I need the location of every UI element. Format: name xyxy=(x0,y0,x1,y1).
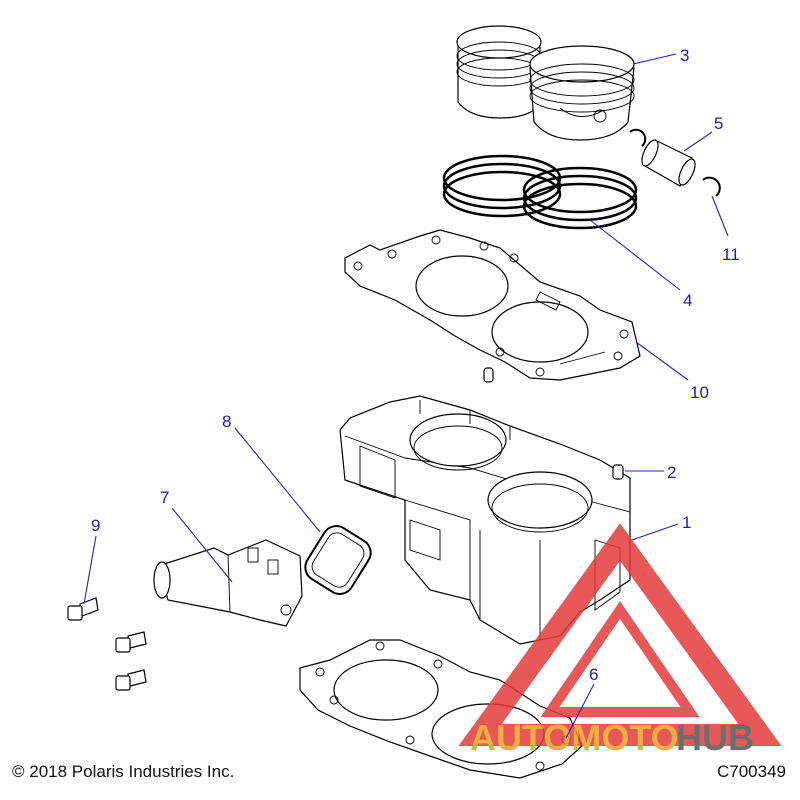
callout-3: 3 xyxy=(680,46,689,65)
dowel-pin xyxy=(483,367,494,383)
piston-pair xyxy=(456,25,635,141)
piston-rings xyxy=(442,154,638,230)
callout-9: 9 xyxy=(91,516,100,535)
o-ring xyxy=(304,525,372,595)
watermark-logo: AUTOMOTO HUB xyxy=(458,523,782,758)
callout-5: 5 xyxy=(714,114,723,133)
callout-labels: 1 2 3 4 5 6 7 8 9 10 11 xyxy=(91,46,740,684)
bolts xyxy=(67,597,147,691)
watermark-text-right: HUB xyxy=(676,717,754,758)
piston-pin-assembly xyxy=(629,128,721,197)
callout-10: 10 xyxy=(690,383,709,402)
callout-7: 7 xyxy=(160,488,169,507)
leader-lines xyxy=(83,53,729,739)
watermark-triangle-inner xyxy=(540,601,700,717)
drawing-id: C700349 xyxy=(716,762,786,781)
cylinder-block xyxy=(339,395,631,645)
callout-1: 1 xyxy=(682,513,691,532)
copyright-notice: © 2018 Polaris Industries Inc. xyxy=(12,762,235,781)
watermark-text-left: AUTOMOTO xyxy=(470,717,679,758)
callout-2: 2 xyxy=(667,463,676,482)
water-inlet xyxy=(153,539,303,627)
dowel-pin-2 xyxy=(612,464,624,480)
callout-11: 11 xyxy=(722,245,740,264)
callout-8: 8 xyxy=(222,412,231,431)
head-gasket xyxy=(344,229,641,381)
watermark-triangle-outer xyxy=(458,523,782,746)
callout-6: 6 xyxy=(589,665,598,684)
callout-4: 4 xyxy=(683,291,692,310)
